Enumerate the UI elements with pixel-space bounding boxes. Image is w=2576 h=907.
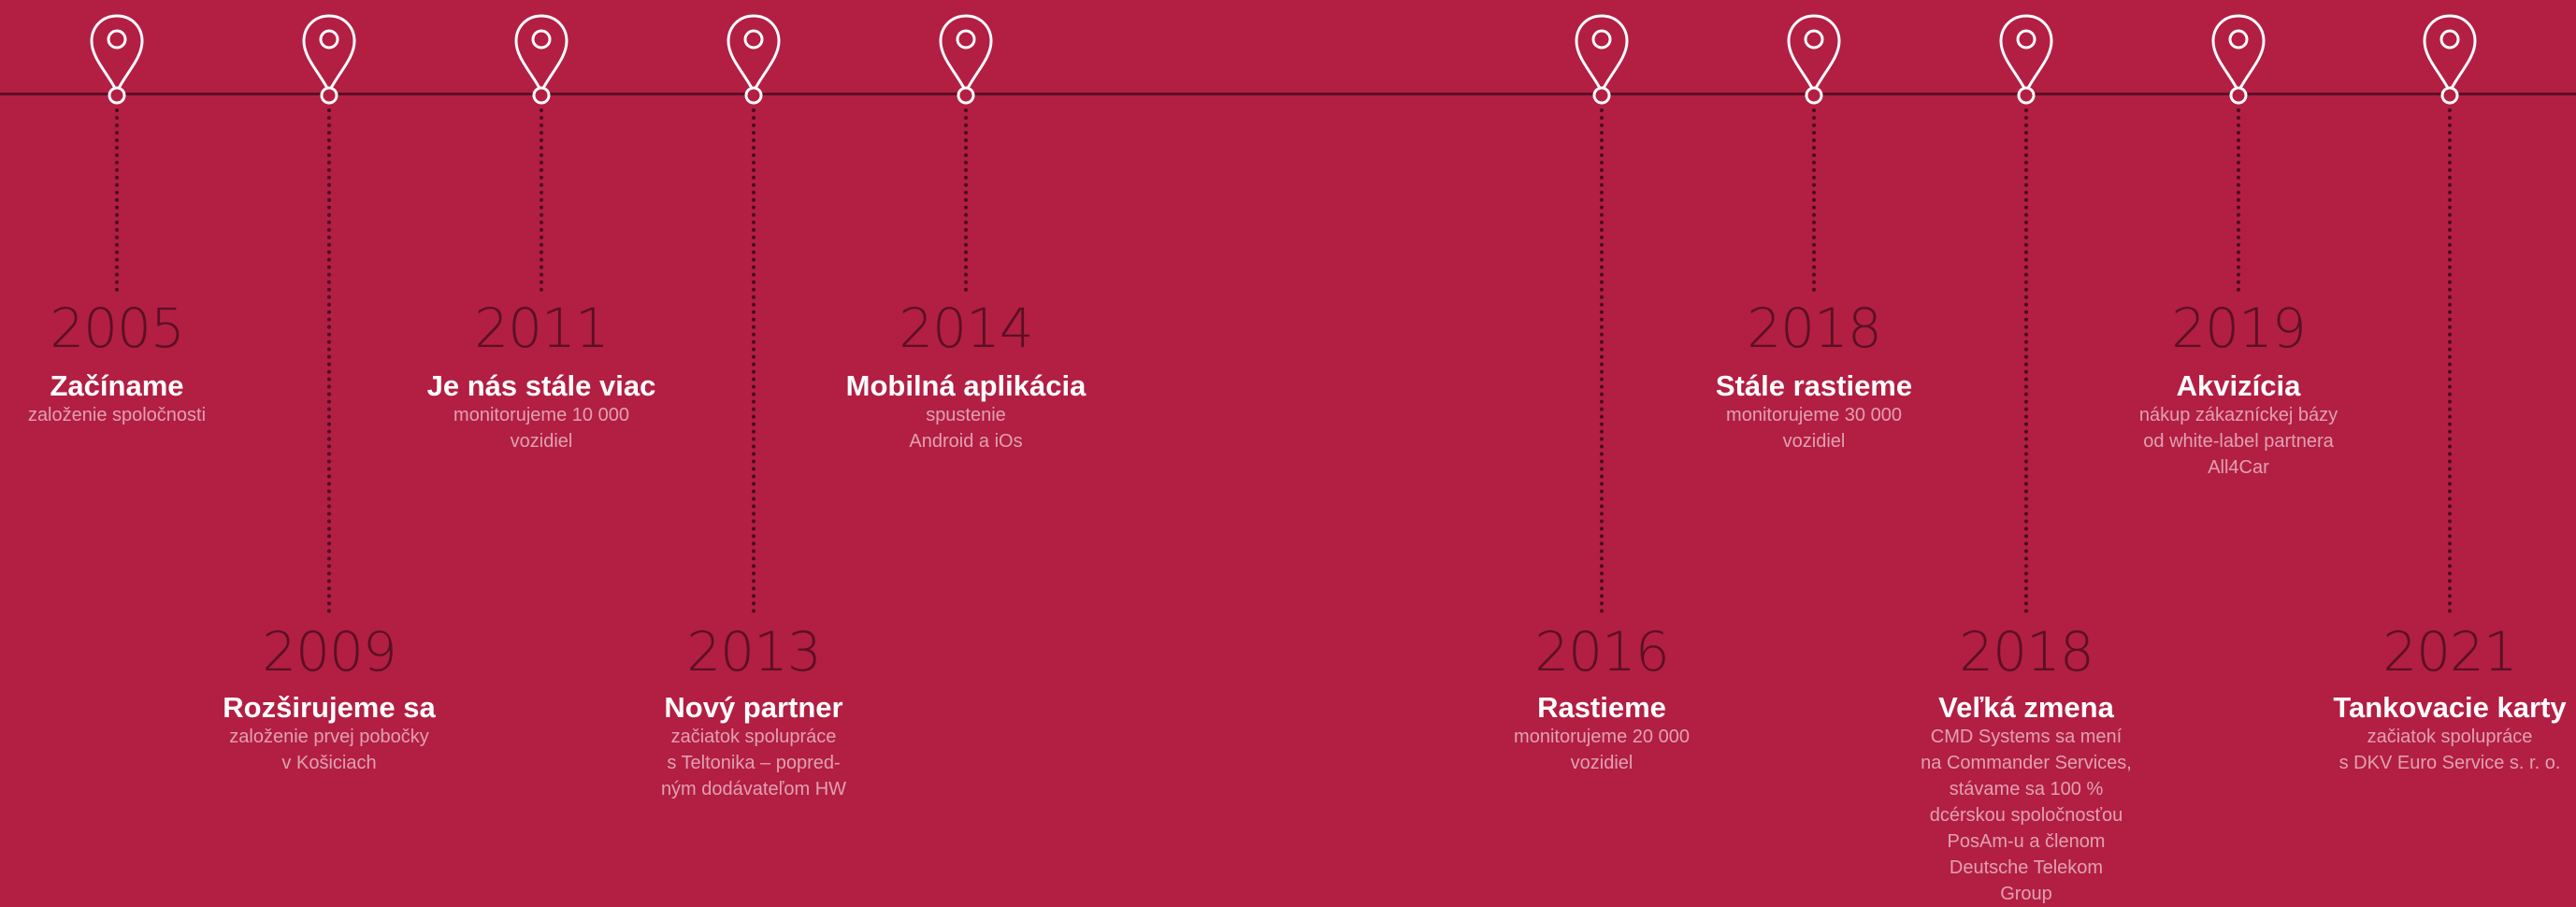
- map-pin-icon: [1998, 13, 2054, 107]
- milestone-title: Veľká zmena: [1938, 691, 2114, 724]
- map-pin-icon: [1786, 13, 1842, 107]
- milestone-description: CMD Systems sa mení na Commander Service…: [1921, 727, 2132, 904]
- milestone-description: začiatok spolupráce s DKV Euro Service s…: [2339, 727, 2561, 773]
- milestone-description: monitorujeme 30 000 vozidiel: [1726, 405, 1902, 452]
- milestone-2019: 2019 Akvizícia nákup zákazníckej bázy od…: [2098, 0, 2379, 893]
- milestone-year: 2019: [2171, 296, 2307, 360]
- map-pin-icon: [2210, 13, 2267, 107]
- timeline-line: [0, 93, 2576, 95]
- milestone-2013: 2013 Nový partner začiatok spolupráce s …: [613, 0, 894, 893]
- milestone-title: Je nás stále viac: [426, 369, 656, 402]
- dotted-connector: [1600, 108, 1607, 613]
- milestone-2016: 2016 Rastieme monitorujeme 20 000 vozidi…: [1461, 0, 1742, 893]
- milestone-description: založenie spoločnosti: [27, 405, 207, 425]
- milestone-description: monitorujeme 20 000 vozidiel: [1514, 727, 1690, 773]
- dotted-connector: [2237, 108, 2244, 292]
- map-pin-icon: [938, 13, 994, 107]
- milestone-year: 2005: [50, 296, 185, 360]
- milestone-2011: 2011 Je nás stále viac monitorujeme 10 0…: [401, 0, 682, 893]
- milestone-2009: 2009 Rozširujeme sa založenie prvej pobo…: [189, 0, 469, 893]
- milestone-title: Stále rastieme: [1715, 369, 1913, 402]
- dotted-connector: [964, 108, 971, 292]
- milestone-description: spustenie Android a iOs: [909, 405, 1023, 452]
- map-pin-icon: [513, 13, 569, 107]
- dotted-connector: [1812, 108, 1820, 292]
- dotted-connector: [2448, 108, 2455, 613]
- milestone-description: založenie prvej pobočky v Košiciach: [229, 727, 429, 773]
- dotted-connector: [540, 108, 547, 292]
- milestone-description: monitorujeme 10 000 vozidiel: [453, 405, 629, 452]
- milestone-2018-growth: 2018 Stále rastieme monitorujeme 30 000 …: [1674, 0, 1954, 893]
- milestone-description: nákup zákazníckej bázy od white-label pa…: [2138, 405, 2339, 478]
- milestone-year: 2021: [2382, 620, 2518, 684]
- milestone-description: začiatok spolupráce s Teltonika – popred…: [660, 727, 847, 799]
- map-pin-icon: [301, 13, 357, 107]
- map-pin-icon: [1574, 13, 1630, 107]
- milestone-year: 2018: [1959, 620, 2094, 684]
- milestone-2021: 2021 Tankovacie karty začiatok spoluprác…: [2310, 0, 2576, 893]
- dotted-connector: [115, 108, 122, 292]
- milestone-year: 2011: [474, 296, 610, 360]
- milestone-title: Mobilná aplikácia: [845, 369, 1087, 402]
- map-pin-icon: [89, 13, 145, 107]
- map-pin-icon: [2422, 13, 2478, 107]
- milestone-title: Rastieme: [1537, 691, 1666, 724]
- milestone-year: 2014: [899, 296, 1034, 360]
- milestone-title: Akvizícia: [2176, 369, 2301, 402]
- milestone-2018-change: 2018 Veľká zmena CMD Systems sa mení na …: [1886, 0, 2166, 904]
- milestone-2005: 2005 Začíname založenie spoločnosti: [0, 0, 257, 893]
- dotted-connector: [327, 108, 335, 613]
- milestone-title: Tankovacie karty: [2333, 691, 2567, 724]
- milestone-year: 2009: [262, 620, 397, 684]
- milestone-title: Nový partner: [664, 691, 843, 724]
- milestone-year: 2018: [1747, 296, 1882, 360]
- milestone-year: 2013: [686, 620, 822, 684]
- map-pin-icon: [726, 13, 782, 107]
- milestone-year: 2016: [1534, 620, 1670, 684]
- milestone-title: Začíname: [50, 369, 184, 402]
- dotted-connector: [752, 108, 759, 613]
- milestone-2014: 2014 Mobilná aplikácia spustenie Android…: [826, 0, 1106, 893]
- milestone-title: Rozširujeme sa: [223, 691, 436, 724]
- dotted-connector: [2024, 108, 2032, 613]
